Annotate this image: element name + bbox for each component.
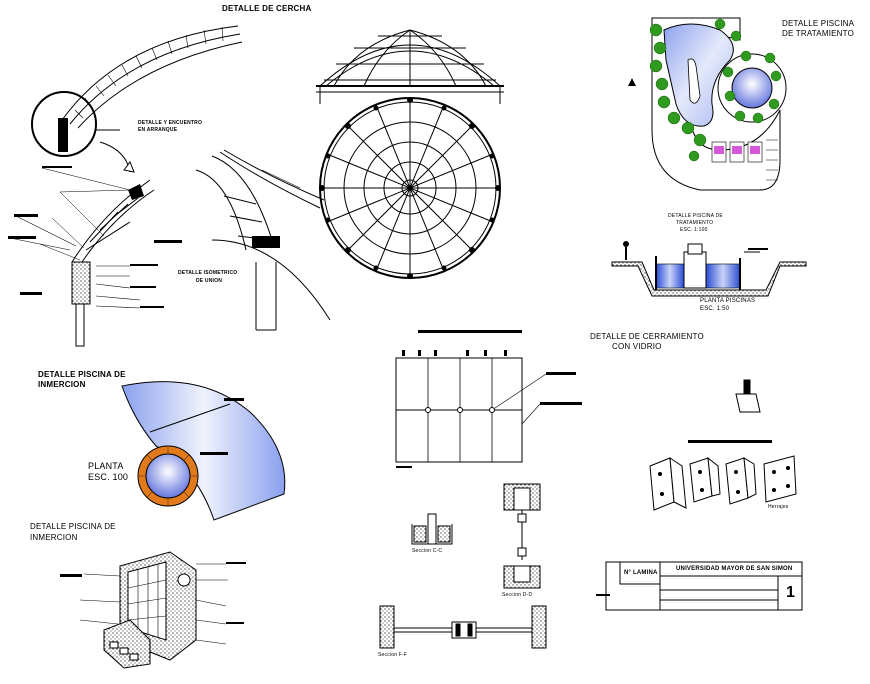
label-bar bbox=[200, 452, 228, 455]
treatment-pool-section bbox=[611, 241, 807, 297]
label-bar bbox=[130, 264, 158, 266]
title-cercha: DETALLE DE CERCHA bbox=[222, 4, 312, 13]
label-bar bbox=[224, 398, 244, 401]
label-bar bbox=[596, 594, 610, 596]
title-block-sheet-number: 1 bbox=[786, 584, 796, 601]
label-planta-piscinas-scale: ESC. 1:50 bbox=[700, 306, 730, 312]
label-planta-piscinas: PLANTA PISCINAS bbox=[700, 298, 756, 304]
title-inmercion-a-2: INMERCION bbox=[38, 380, 86, 389]
hardware-details bbox=[649, 379, 797, 511]
label-bar bbox=[130, 286, 156, 288]
label-bar bbox=[546, 372, 576, 375]
label-bar bbox=[688, 440, 772, 443]
title-block-sheet-label: N° LAMINA bbox=[624, 570, 658, 576]
label-planta-scale: ESC. 100 bbox=[88, 472, 129, 482]
label-bar bbox=[140, 306, 164, 308]
label-encuentro-2: EN ARRANQUE bbox=[138, 127, 178, 133]
label-planta: PLANTA bbox=[88, 461, 124, 471]
glass-enclosure-elevation bbox=[395, 357, 547, 463]
label-bar bbox=[540, 402, 582, 405]
isometric-union bbox=[195, 149, 331, 331]
detail-callout-circle bbox=[31, 91, 97, 157]
immersion-pool-plan bbox=[121, 381, 286, 521]
label-bar bbox=[8, 236, 36, 239]
label-tratamiento-small-1: DETALLE PISCINA DE bbox=[668, 213, 723, 219]
label-bar bbox=[748, 248, 768, 250]
title-cerramiento-2: CON VIDRIO bbox=[612, 342, 662, 351]
title-inmercion-b-2: INMERCION bbox=[30, 533, 78, 542]
leader-lines bbox=[9, 167, 301, 645]
title-cerramiento-1: DETALLE DE CERRAMIENTO bbox=[590, 332, 704, 341]
label-encuentro-1: DETALLE Y ENCUENTRO bbox=[138, 120, 203, 126]
label-bar bbox=[226, 562, 246, 564]
label-isometrico-1: DETALLE ISOMETRICO bbox=[178, 270, 238, 276]
title-inmercion-a-1: DETALLE PISCINA DE bbox=[38, 370, 126, 379]
label-tratamiento-scale: ESC. 1:100 bbox=[680, 227, 708, 233]
label-bar bbox=[154, 240, 182, 243]
label-seccion-3: Seccion F-F bbox=[378, 652, 408, 658]
label-bar bbox=[14, 214, 38, 217]
label-herrajes: Herrajes bbox=[768, 504, 789, 510]
label-bar bbox=[226, 622, 244, 624]
dome-plan-nodes bbox=[319, 97, 501, 279]
label-bar bbox=[396, 466, 412, 468]
label-bar bbox=[42, 166, 72, 168]
title-tratamiento-2: DE TRATAMIENTO bbox=[782, 29, 854, 38]
label-bar bbox=[20, 292, 42, 295]
label-bar bbox=[60, 574, 82, 577]
title-block-university: UNIVERSIDAD MAYOR DE SAN SIMON bbox=[676, 566, 793, 572]
immersion-pool-isometric bbox=[103, 551, 197, 669]
label-bar bbox=[418, 330, 522, 333]
label-seccion-2: Seccion D-D bbox=[502, 592, 533, 598]
label-isometrico-2: DE UNION bbox=[196, 278, 223, 284]
truss-arc bbox=[61, 25, 243, 129]
title-tratamiento-1: DETALLE PISCINA bbox=[782, 19, 855, 28]
title-block bbox=[605, 561, 803, 611]
treatment-pool-plan bbox=[628, 17, 787, 191]
glass-section-details bbox=[379, 483, 547, 649]
label-seccion-1: Seccion C-C bbox=[412, 548, 443, 554]
dome-elevation bbox=[316, 29, 504, 104]
title-inmercion-b-1: DETALLE PISCINA DE bbox=[30, 522, 116, 531]
label-tratamiento-small-2: TRATAMIENTO bbox=[676, 220, 714, 226]
